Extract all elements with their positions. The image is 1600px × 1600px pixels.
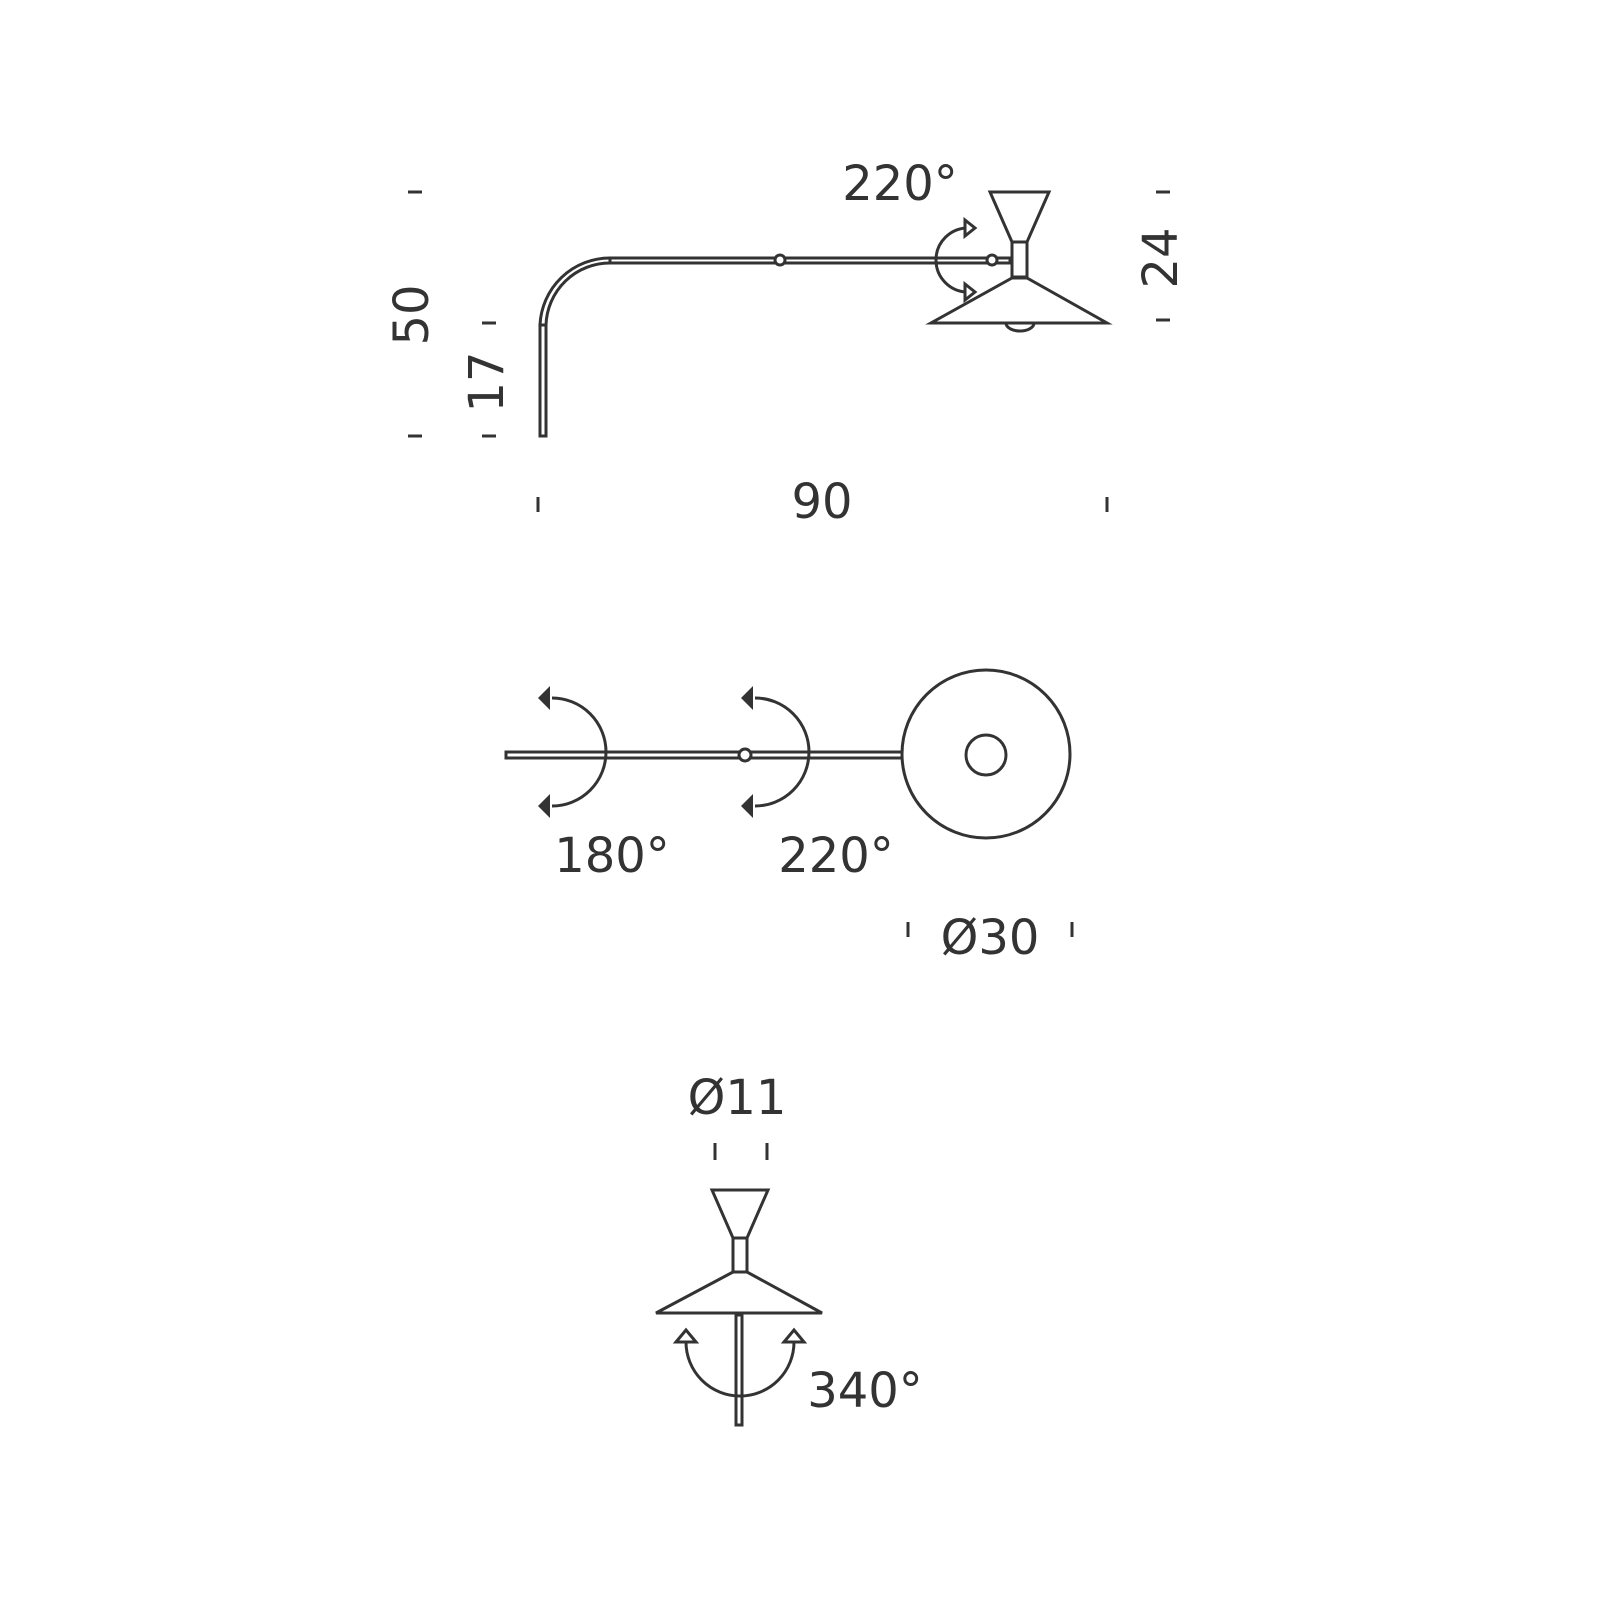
height-total-label: 50 bbox=[384, 284, 440, 345]
length-label: 90 bbox=[791, 474, 852, 530]
mount-height-label: 17 bbox=[459, 351, 515, 412]
head-joint bbox=[985, 253, 999, 267]
side-angle-label: 220° bbox=[842, 156, 958, 212]
arm bbox=[538, 253, 1012, 438]
shade-center bbox=[964, 733, 1008, 777]
elbow-joint bbox=[737, 747, 753, 763]
arm-joint bbox=[773, 253, 787, 267]
front-view: Ø11 340° bbox=[655, 1070, 923, 1427]
angle-elbow-label: 220° bbox=[778, 828, 894, 884]
rotation-arrow-180 bbox=[538, 686, 608, 818]
shade-diameter-label: Ø30 bbox=[941, 910, 1040, 966]
shade bbox=[925, 276, 1113, 325]
reflector-cone-front bbox=[709, 1188, 771, 1240]
side-view: 220° 50 17 24 90 bbox=[384, 156, 1189, 530]
neck-ticks bbox=[713, 1143, 769, 1160]
angle-wall-label: 180° bbox=[554, 828, 670, 884]
diameter-ticks bbox=[906, 922, 1074, 937]
angle-head-label: 340° bbox=[807, 1363, 923, 1419]
rotation-arrow-220 bbox=[934, 216, 978, 304]
shade-front bbox=[655, 1270, 823, 1315]
dimension-ticks bbox=[408, 190, 1170, 512]
arm-top bbox=[504, 750, 904, 760]
lamp-head bbox=[925, 190, 1113, 333]
top-view: 180° 220° Ø30 bbox=[504, 668, 1074, 966]
hinge-front bbox=[731, 1236, 749, 1274]
hinge bbox=[1010, 240, 1029, 279]
rotation-arrow-340 bbox=[672, 1327, 808, 1398]
head-height-label: 24 bbox=[1133, 227, 1189, 288]
neck-diameter-label: Ø11 bbox=[688, 1070, 787, 1126]
rotation-arrow-220-top bbox=[741, 686, 811, 818]
arm-front bbox=[734, 1313, 744, 1427]
reflector-cone bbox=[987, 190, 1052, 244]
